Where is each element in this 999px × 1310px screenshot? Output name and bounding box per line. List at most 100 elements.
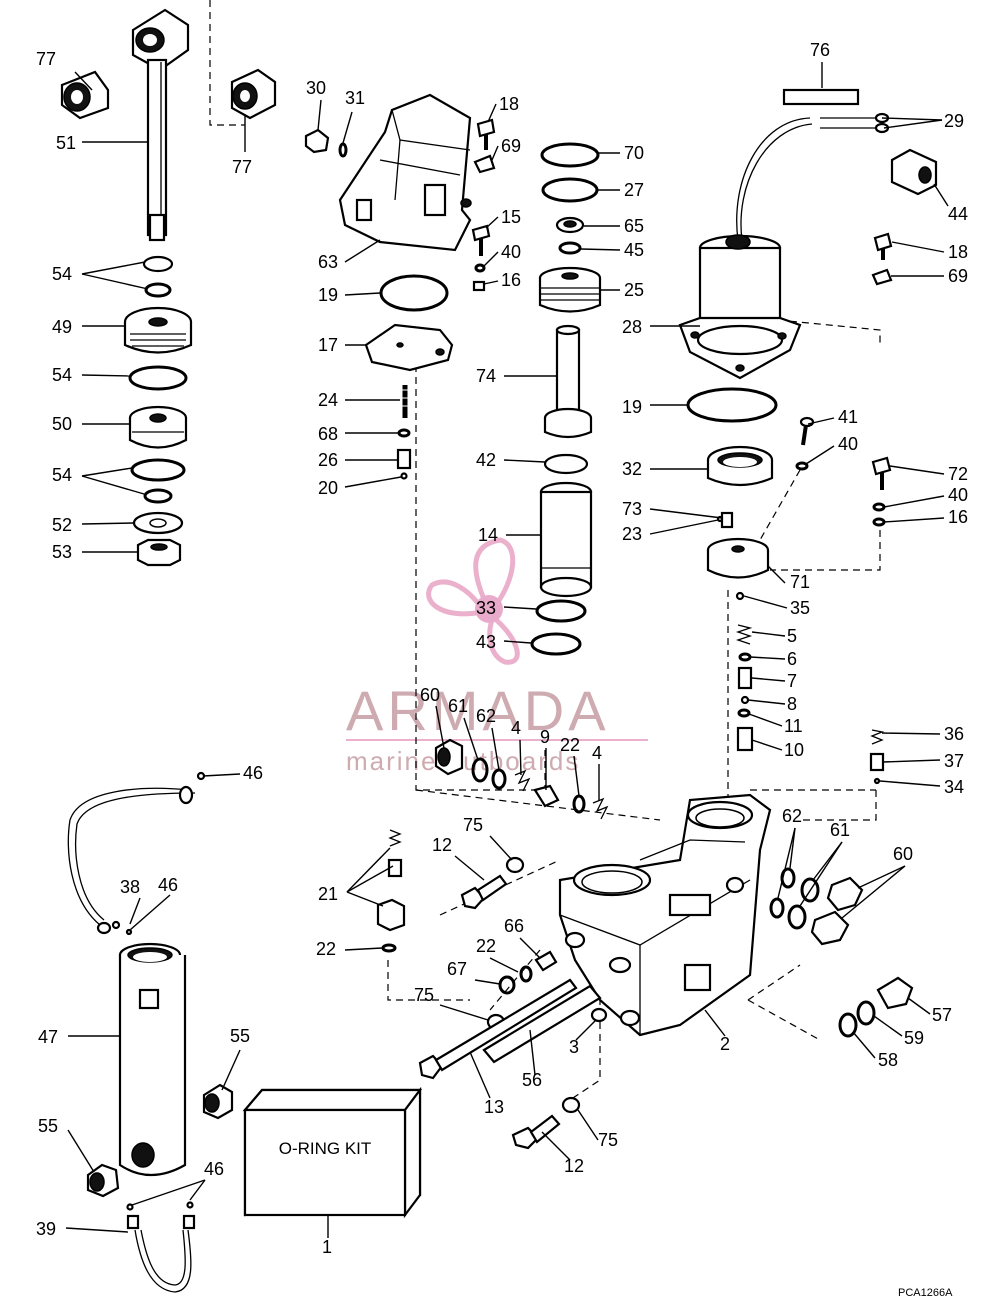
callout-50: 50 <box>52 414 72 434</box>
leader-line <box>889 465 945 475</box>
callout-59: 59 <box>904 1028 924 1048</box>
callout-39: 39 <box>36 1219 56 1239</box>
leader-line <box>852 1031 876 1059</box>
callout-31: 31 <box>345 88 365 108</box>
trim-cylinder-47 <box>67 771 234 1293</box>
callout-12: 12 <box>432 835 452 855</box>
callout-51: 51 <box>56 133 76 153</box>
leader-line <box>519 739 522 776</box>
callout-21: 21 <box>318 884 338 904</box>
leader-line <box>767 565 786 584</box>
callout-52: 52 <box>52 515 72 535</box>
leader-line <box>503 606 537 610</box>
figure-code: PCA1266A <box>898 1287 953 1299</box>
callout-70: 70 <box>624 143 644 163</box>
callout-15: 15 <box>501 207 521 227</box>
leader-line <box>799 841 843 907</box>
callout-75: 75 <box>414 985 434 1005</box>
leader-line <box>81 522 135 525</box>
o-ring-kit-box: O-RING KIT <box>242 1086 423 1219</box>
leader-line <box>805 445 835 465</box>
callout-75: 75 <box>463 815 483 835</box>
callout-32: 32 <box>622 459 642 479</box>
callout-73: 73 <box>622 499 642 519</box>
callout-54: 54 <box>52 465 72 485</box>
callout-77: 77 <box>232 157 252 177</box>
callout-16: 16 <box>948 507 968 527</box>
callout-10: 10 <box>784 740 804 760</box>
leader-line <box>751 677 786 682</box>
leader-line <box>649 508 723 519</box>
leader-line <box>202 773 241 777</box>
callout-26: 26 <box>318 450 338 470</box>
leader-line <box>474 979 501 985</box>
callout-8: 8 <box>787 694 797 714</box>
leader-line <box>529 1029 536 1076</box>
leader-line <box>485 216 499 229</box>
callout-40: 40 <box>948 485 968 505</box>
callout-54: 54 <box>52 264 72 284</box>
callout-29: 29 <box>944 111 964 131</box>
leader-line <box>580 248 621 251</box>
callout-56: 56 <box>522 1070 542 1090</box>
leader-line <box>491 145 499 161</box>
watermark-brand: ARMADA <box>346 679 610 742</box>
leader-line <box>487 103 497 123</box>
leader-line <box>81 273 149 290</box>
leader-line <box>489 957 519 973</box>
callout-71: 71 <box>790 572 810 592</box>
trim-rod-assembly <box>60 8 277 567</box>
callout-35: 35 <box>790 598 810 618</box>
leader-line <box>317 99 322 131</box>
callout-65: 65 <box>624 216 644 236</box>
leader-line <box>469 1051 491 1099</box>
callout-7: 7 <box>787 671 797 691</box>
callout-75: 75 <box>598 1130 618 1150</box>
callout-4: 4 <box>511 718 521 738</box>
callout-42: 42 <box>476 450 496 470</box>
callout-12: 12 <box>564 1156 584 1176</box>
callout-40: 40 <box>501 242 521 262</box>
leader-line <box>704 1009 726 1037</box>
leader-line <box>435 705 445 749</box>
leader-line <box>907 997 931 1015</box>
callout-1: 1 <box>322 1237 332 1257</box>
callout-2: 2 <box>720 1034 730 1054</box>
o-ring-kit-label: O-RING KIT <box>279 1139 372 1158</box>
leader-line <box>751 631 786 637</box>
leader-line <box>489 835 513 861</box>
leader-line <box>749 656 786 660</box>
callout-67: 67 <box>447 959 467 979</box>
callout-13: 13 <box>484 1097 504 1117</box>
leader-line <box>748 713 783 727</box>
callout-28: 28 <box>622 317 642 337</box>
callout-45: 45 <box>624 240 644 260</box>
leader-line <box>344 239 381 263</box>
propeller-logo <box>426 537 520 665</box>
leader-line <box>81 467 133 477</box>
callout-3: 3 <box>569 1037 579 1057</box>
callout-18: 18 <box>499 94 519 114</box>
leader-line <box>881 732 941 735</box>
callout-74: 74 <box>476 366 496 386</box>
callout-46: 46 <box>158 875 178 895</box>
leader-line <box>747 699 786 705</box>
callout-34: 34 <box>944 777 964 797</box>
leader-line <box>883 517 945 523</box>
callout-53: 53 <box>52 542 72 562</box>
callout-66: 66 <box>504 916 524 936</box>
leader-line <box>221 1049 241 1091</box>
leader-line <box>883 119 943 129</box>
callout-22: 22 <box>560 735 580 755</box>
callout-49: 49 <box>52 317 72 337</box>
callout-63: 63 <box>318 252 338 272</box>
leader-line <box>891 241 945 253</box>
callout-18: 18 <box>948 242 968 262</box>
callout-47: 47 <box>38 1027 58 1047</box>
leader-line <box>883 495 945 508</box>
leader-line <box>777 827 796 899</box>
leader-line <box>541 1131 571 1161</box>
callout-22: 22 <box>476 936 496 956</box>
leader-line <box>346 847 391 893</box>
